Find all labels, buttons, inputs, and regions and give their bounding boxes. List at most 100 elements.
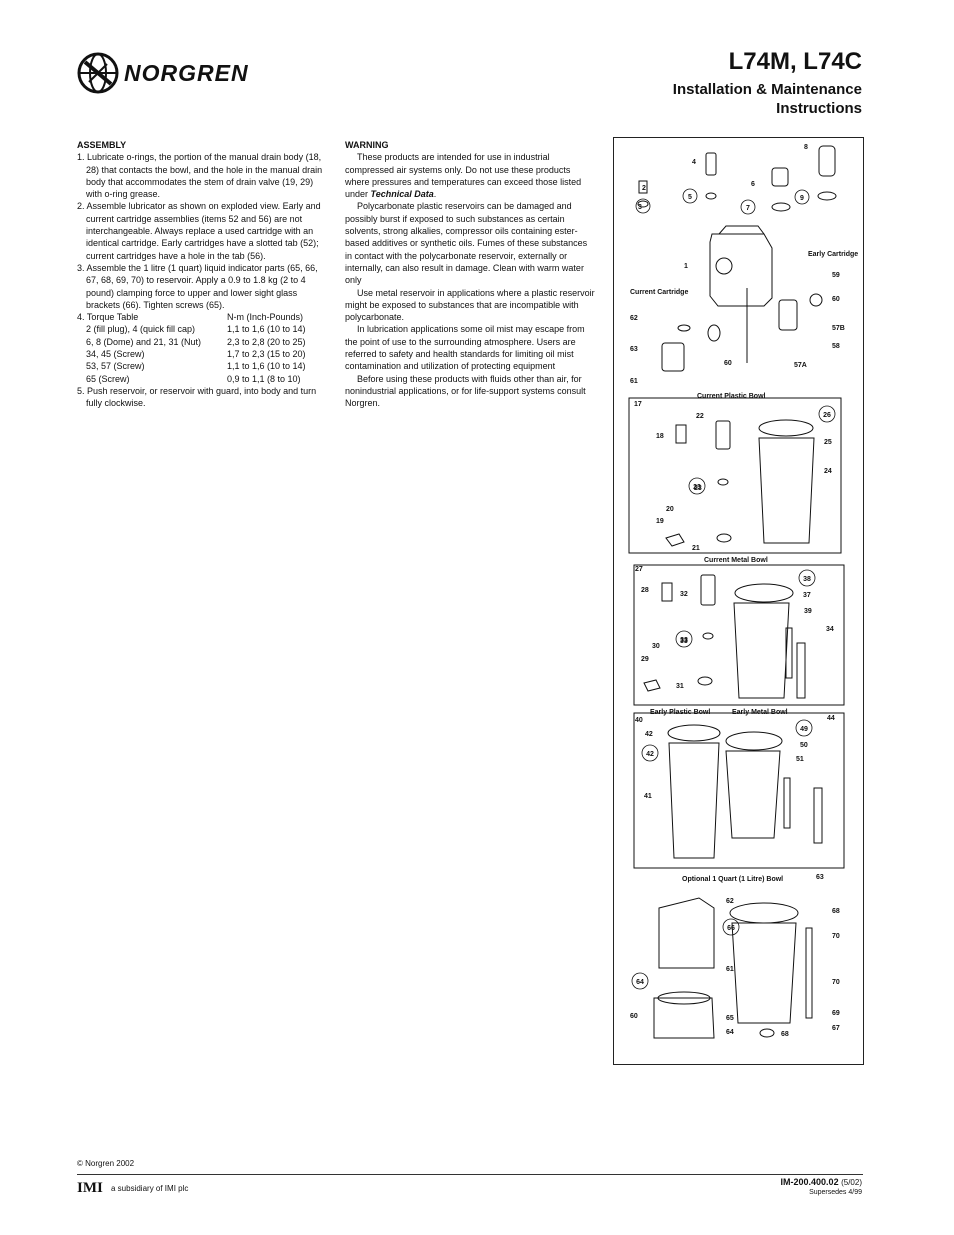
callout: 65 <box>726 1015 734 1022</box>
callout: 60 <box>724 360 732 367</box>
label-early-metal-bowl: Early Metal Bowl <box>732 709 788 716</box>
callout: 3 <box>638 204 642 211</box>
assembly-section: ASSEMBLY 1. Lubricate o-rings, the porti… <box>77 139 327 410</box>
callout: 66 <box>727 925 735 932</box>
callout: 20 <box>666 506 674 513</box>
warning-paragraph-4: In lubrication applications some oil mis… <box>345 324 585 372</box>
callout: 34 <box>826 626 834 633</box>
callout: 68 <box>781 1031 789 1038</box>
callout: 63 <box>816 874 824 881</box>
subtitle-line-2: Instructions <box>776 100 862 117</box>
callout: 2 <box>642 185 646 192</box>
callout: 42 <box>645 731 653 738</box>
callout: 30 <box>652 643 660 650</box>
callout: 8 <box>804 144 808 151</box>
torque-value: 0,9 to 1,1 (8 to 10) <box>227 373 301 384</box>
callout: 59 <box>832 272 840 279</box>
label-early-plastic-bowl: Early Plastic Bowl <box>650 709 710 716</box>
assembly-heading: ASSEMBLY <box>77 140 127 150</box>
callout: 17 <box>634 401 642 408</box>
callout: 29 <box>641 656 649 663</box>
page-title: L74M, L74C <box>728 48 862 75</box>
callout: 31 <box>676 683 684 690</box>
torque-part: 65 (Screw) <box>86 373 130 384</box>
callout: 23 <box>694 485 702 492</box>
callout: 70 <box>832 979 840 986</box>
callout: 37 <box>803 592 811 599</box>
callout: 70 <box>832 933 840 940</box>
warning-section: WARNING These products are intended for … <box>345 139 595 410</box>
callout: 61 <box>726 966 734 973</box>
torque-value: 1,1 to 1,6 (10 to 14) <box>227 361 306 372</box>
brand-name: NORGREN <box>124 60 249 86</box>
page-subtitle: Installation & Maintenance Instructions <box>602 80 862 118</box>
torque-table-header: 4. Torque Table N-m (Inch-Pounds) <box>77 311 327 323</box>
technical-data-ref: Technical Data <box>370 189 434 200</box>
torque-row: 6, 8 (Dome) and 21, 31 (Nut)2,3 to 2,8 (… <box>77 336 327 348</box>
callout: 40 <box>635 717 643 724</box>
torque-row: 34, 45 (Screw) 1,7 to 2,3 (15 to 20) <box>77 348 327 360</box>
torque-row: 65 (Screw) 0,9 to 1,1 (8 to 10) <box>77 373 327 385</box>
assembly-step-2: 2. Assemble lubricator as shown on explo… <box>77 201 321 261</box>
callout: 27 <box>635 566 643 573</box>
callout: 1 <box>684 263 688 270</box>
label-optional-bowl: Optional 1 Quart (1 Litre) Bowl <box>682 876 783 883</box>
warning-p1-text: These products are intended for use in i… <box>345 152 582 200</box>
callout: 21 <box>692 545 700 552</box>
callout: 22 <box>696 413 704 420</box>
callout: 18 <box>656 433 664 440</box>
warning-p1-end: . <box>433 189 437 200</box>
callout: 19 <box>656 518 664 525</box>
assembly-step-5: 5. Push reservoir, or reservoir with gua… <box>77 385 317 409</box>
callout: 49 <box>800 726 808 733</box>
callout: 7 <box>746 205 750 212</box>
assembly-step-3: 3. Assemble the 1 litre (1 quart) liquid… <box>77 262 318 310</box>
callout: 33 <box>680 638 688 645</box>
callout: 69 <box>832 1010 840 1017</box>
callout: 23 <box>693 484 701 491</box>
callout: 60 <box>630 1013 638 1020</box>
callout: 62 <box>726 898 734 905</box>
callout: 39 <box>804 608 812 615</box>
callout: 28 <box>641 587 649 594</box>
torque-part: 34, 45 (Screw) <box>86 349 145 360</box>
callout: 9 <box>800 195 804 202</box>
warning-heading: WARNING <box>345 140 389 150</box>
exploded-view-diagram: 4 8 2 6 1 Early Cartridge 59 60 57B 58 C… <box>613 137 864 1065</box>
callout: 64 <box>726 1029 734 1036</box>
warning-paragraph-5: Before using these products with fluids … <box>345 373 586 409</box>
warning-paragraph-3: Use metal reservoir in applications wher… <box>345 287 595 323</box>
callout: 5 <box>688 194 692 201</box>
torque-value: 1,1 to 1,6 (10 to 14) <box>227 324 306 335</box>
torque-row: 53, 57 (Screw) 1,1 to 1,6 (10 to 14) <box>77 360 327 372</box>
label-current-cartridge: Current Cartridge <box>630 289 688 296</box>
callout: 68 <box>832 908 840 915</box>
callout: 6 <box>751 181 755 188</box>
callout: 24 <box>824 468 832 475</box>
copyright: © Norgren 2002 <box>77 1159 135 1168</box>
callout: 63 <box>630 346 638 353</box>
callout: 44 <box>827 715 835 722</box>
callout: 61 <box>630 378 638 385</box>
label-early-cartridge: Early Cartridge <box>808 251 858 258</box>
callout: 41 <box>644 793 652 800</box>
document-number: IM-200.400.02 (5/02) <box>781 1177 862 1187</box>
globe-icon <box>77 52 119 94</box>
callout: 26 <box>823 412 831 419</box>
callout: 57A <box>794 362 807 369</box>
callout: 4 <box>692 159 696 166</box>
torque-value: 1,7 to 2,3 (15 to 20) <box>227 349 306 360</box>
torque-row: 2 (fill plug), 4 (quick fill cap) 1,1 to … <box>77 323 327 335</box>
torque-part: 6, 8 (Dome) and 21, 31 (Nut) <box>86 336 202 347</box>
doc-date: (5/02) <box>841 1178 862 1187</box>
footer-divider <box>77 1174 863 1175</box>
callout: 50 <box>800 742 808 749</box>
torque-part: 2 (fill plug), 4 (quick fill cap) <box>86 324 196 335</box>
doc-number-text: IM-200.400.02 <box>780 1177 839 1187</box>
callout: 67 <box>832 1025 840 1032</box>
warning-paragraph-2: Polycarbonate plastic reservoirs can be … <box>345 201 588 286</box>
label-current-plastic-bowl: Current Plastic Bowl <box>697 393 766 400</box>
imi-subsidiary-text: a subsidiary of IMI plc <box>111 1184 189 1193</box>
torque-part: 53, 57 (Screw) <box>86 361 145 372</box>
callout: 57B <box>832 325 845 332</box>
